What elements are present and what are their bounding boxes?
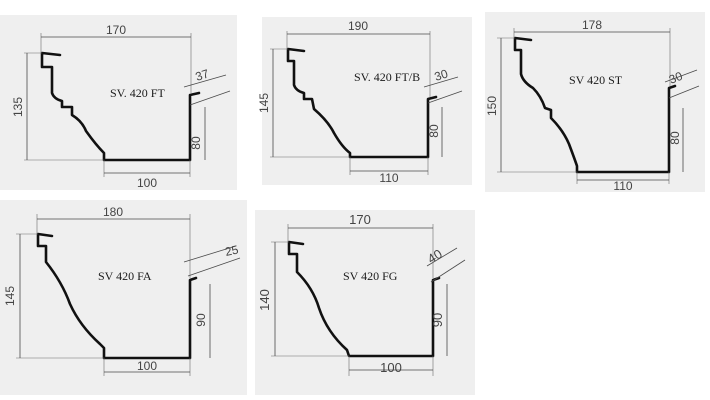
bottom-dimension-value: 100 (137, 176, 157, 190)
height-dimension-value: 135 (11, 97, 25, 117)
back-height-dimension-value: 80 (189, 136, 203, 150)
gutter-profile-outline (287, 240, 441, 358)
bottom-dimension-value: 100 (380, 360, 402, 375)
profile-card-sv420fg: 170 140 100 90 40 SV 420 FG (255, 210, 475, 395)
gutter-profile-outline (36, 232, 198, 360)
angle-dimension-line (427, 90, 463, 104)
panel-background (0, 200, 247, 395)
profile-drawing-sv420fa: 180 145 100 90 25 SV 420 FA (0, 200, 247, 395)
profile-label: SV. 420 FT/B (354, 70, 420, 84)
profile-label: SV. 420 FT (110, 86, 165, 100)
profile-label: SV 420 FA (98, 269, 152, 283)
angle-dimension-value: 30 (667, 69, 685, 87)
height-dimension-value: 145 (3, 286, 17, 306)
angle-dimension-line (189, 90, 231, 106)
gutter-profile-outline (513, 36, 677, 174)
height-dimension-value: 140 (257, 289, 272, 311)
angle-dimension-line (187, 257, 241, 277)
width-dimension-value: 170 (349, 212, 371, 227)
angle-dimension-value: 37 (194, 66, 211, 84)
back-height-dimension-value: 90 (194, 313, 208, 327)
gutter-profile-outline (286, 47, 438, 159)
bottom-dimension-value: 110 (379, 171, 398, 185)
back-height-dimension-value: 80 (427, 124, 441, 138)
height-dimension-value: 145 (257, 93, 271, 113)
width-dimension-value: 190 (348, 19, 368, 33)
profile-card-sv420ft: 170 135 100 80 37 SV. 420 FT (0, 15, 237, 190)
profile-card-sv420st: 178 150 110 80 30 SV 420 ST (485, 12, 705, 193)
profile-card-sv420fa: 180 145 100 90 25 SV 420 FA (0, 200, 247, 395)
angle-dimension-value: 40 (425, 246, 445, 266)
bottom-dimension-value: 110 (613, 179, 632, 193)
profile-label: SV 420 FG (343, 269, 398, 283)
profile-card-sv420ftb: 190 145 110 80 30 SV. 420 FT/B (257, 17, 472, 185)
angle-dimension-value: 25 (224, 242, 240, 259)
angle-dimension-value: 30 (433, 66, 450, 84)
width-dimension-value: 180 (103, 205, 123, 219)
width-dimension-value: 178 (582, 18, 602, 32)
back-height-dimension-value: 80 (668, 131, 682, 145)
profile-label: SV 420 ST (569, 73, 623, 87)
panel-background (0, 15, 237, 190)
width-dimension-value: 170 (106, 23, 126, 37)
height-dimension-value: 150 (485, 96, 499, 116)
bottom-dimension-value: 100 (137, 359, 157, 373)
angle-dimension-line (668, 85, 700, 99)
profile-drawing-sv420st: 178 150 110 80 30 SV 420 ST (485, 12, 705, 193)
gutter-profile-outline (40, 51, 201, 162)
profile-drawing-sv420fg: 170 140 100 90 40 SV 420 FG (255, 210, 475, 395)
angle-dimension-line (430, 259, 466, 283)
profile-drawing-sv420ftb: 190 145 110 80 30 SV. 420 FT/B (257, 17, 472, 185)
back-height-dimension-value: 90 (430, 313, 445, 327)
panel-background (255, 210, 475, 395)
panel-background (262, 17, 472, 185)
profile-drawing-sv420ft: 170 135 100 80 37 SV. 420 FT (0, 15, 237, 190)
